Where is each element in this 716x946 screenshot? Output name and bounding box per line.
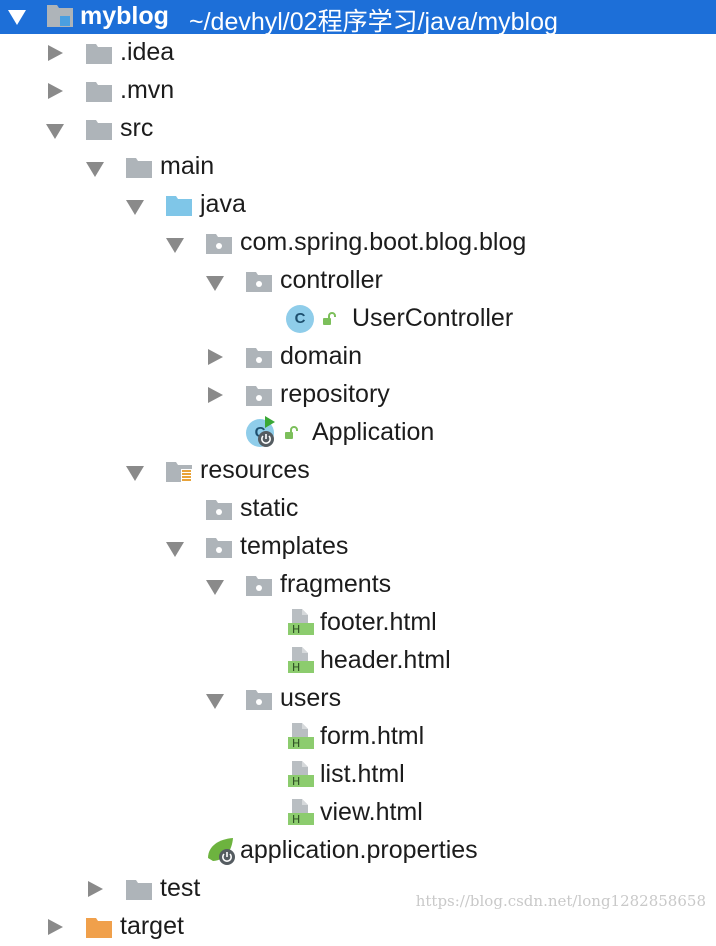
collapse-arrow-icon[interactable] (208, 387, 223, 403)
package-icon (205, 497, 233, 521)
folder-icon (125, 155, 153, 179)
module-folder-icon (47, 5, 73, 27)
expand-arrow-icon[interactable] (166, 238, 184, 253)
expand-arrow-icon[interactable] (206, 276, 224, 291)
tree-row-resources[interactable]: resources (0, 452, 716, 490)
tree-label-domain: domain (280, 342, 362, 370)
tree-label-controller: controller (280, 266, 383, 294)
expand-arrow-icon[interactable] (206, 694, 224, 709)
html-file-icon (286, 759, 314, 789)
tree-row-user-controller[interactable]: C UserController (0, 300, 716, 338)
collapse-arrow-icon[interactable] (208, 349, 223, 365)
tree-row-project-root[interactable]: myblog ~/devhyl/02程序学习/java/myblog (0, 0, 716, 36)
tree-row-footer-html[interactable]: footer.html (0, 604, 716, 642)
tree-row-static[interactable]: static (0, 490, 716, 528)
tree-row-mvn[interactable]: .mvn (0, 72, 716, 110)
tree-row-application-properties[interactable]: application.properties (0, 832, 716, 870)
tree-row-main[interactable]: main (0, 148, 716, 186)
tree-label-src: src (120, 114, 154, 142)
tree-label-idea: .idea (120, 38, 175, 66)
tree-label-test: test (160, 874, 201, 902)
tree-label-mvn: .mvn (120, 76, 175, 104)
package-icon (205, 231, 233, 255)
tree-row-idea[interactable]: .idea (0, 34, 716, 72)
package-icon (245, 345, 273, 369)
folder-icon (85, 117, 113, 141)
expand-arrow-icon[interactable] (166, 542, 184, 557)
expand-arrow-icon[interactable] (206, 580, 224, 595)
tree-row-target[interactable]: target (0, 908, 716, 946)
class-icon: C (286, 305, 314, 333)
package-icon (205, 535, 233, 559)
tree-row-application[interactable]: C Application (0, 414, 716, 452)
tree-row-src[interactable]: src (0, 110, 716, 148)
tree-row-templates[interactable]: templates (0, 528, 716, 566)
tree-row-view-html[interactable]: view.html (0, 794, 716, 832)
expand-arrow-icon[interactable] (8, 10, 26, 25)
tree-label-static: static (240, 494, 299, 522)
collapse-arrow-icon[interactable] (48, 83, 63, 99)
tree-label-application-properties: application.properties (240, 836, 478, 864)
excluded-folder-icon (86, 918, 112, 938)
tree-row-header-html[interactable]: header.html (0, 642, 716, 680)
collapse-arrow-icon[interactable] (48, 919, 63, 935)
tree-label-repository: repository (280, 380, 390, 408)
tree-row-users[interactable]: users (0, 680, 716, 718)
tree-label-form-html: form.html (320, 722, 425, 750)
collapse-arrow-icon[interactable] (88, 881, 103, 897)
tree-row-fragments[interactable]: fragments (0, 566, 716, 604)
folder-icon (85, 79, 113, 103)
package-icon (245, 383, 273, 407)
expand-arrow-icon[interactable] (126, 200, 144, 215)
tree-label-footer-html: footer.html (320, 608, 437, 636)
tree-row-form-html[interactable]: form.html (0, 718, 716, 756)
tree-label-user-controller: UserController (352, 304, 514, 332)
package-icon (245, 269, 273, 293)
html-file-icon (286, 797, 314, 827)
tree-label-application: Application (312, 418, 435, 446)
tree-label-java: java (200, 190, 246, 218)
run-icon (265, 416, 275, 428)
lock-icon (284, 426, 298, 440)
tree-label-header-html: header.html (320, 646, 451, 674)
html-file-icon (286, 645, 314, 675)
html-file-icon (286, 607, 314, 637)
expand-arrow-icon[interactable] (126, 466, 144, 481)
tree-label-fragments: fragments (280, 570, 392, 598)
package-icon (245, 687, 273, 711)
tree-row-repository[interactable]: repository (0, 376, 716, 414)
tree-label-view-html: view.html (320, 798, 423, 826)
tree-row-package[interactable]: com.spring.boot.blog.blog (0, 224, 716, 262)
tree-row-list-html[interactable]: list.html (0, 756, 716, 794)
watermark: https://blog.csdn.net/long1282858658 (415, 892, 706, 910)
tree-row-java[interactable]: java (0, 186, 716, 224)
tree-label-target: target (120, 912, 184, 940)
project-path: ~/devhyl/02程序学习/java/myblog (189, 8, 558, 36)
lock-icon (322, 312, 336, 326)
package-icon (245, 573, 273, 597)
tree-label-list-html: list.html (320, 760, 405, 788)
tree-row-domain[interactable]: domain (0, 338, 716, 376)
tree-row-controller[interactable]: controller (0, 262, 716, 300)
expand-arrow-icon[interactable] (86, 162, 104, 177)
folder-icon (125, 877, 153, 901)
spring-boot-power-icon (258, 431, 274, 447)
tree-label-main: main (160, 152, 215, 180)
project-name: myblog (80, 2, 169, 30)
resources-folder-icon (166, 462, 192, 482)
tree-label-resources: resources (200, 456, 310, 484)
tree-label-templates: templates (240, 532, 349, 560)
tree-row-test[interactable]: test (0, 870, 716, 908)
html-file-icon (286, 721, 314, 751)
collapse-arrow-icon[interactable] (48, 45, 63, 61)
tree-label-users: users (280, 684, 342, 712)
tree-label-package: com.spring.boot.blog.blog (240, 228, 527, 256)
source-folder-icon (165, 193, 193, 217)
folder-icon (85, 41, 113, 65)
expand-arrow-icon[interactable] (46, 124, 64, 139)
spring-properties-icon (208, 838, 235, 865)
